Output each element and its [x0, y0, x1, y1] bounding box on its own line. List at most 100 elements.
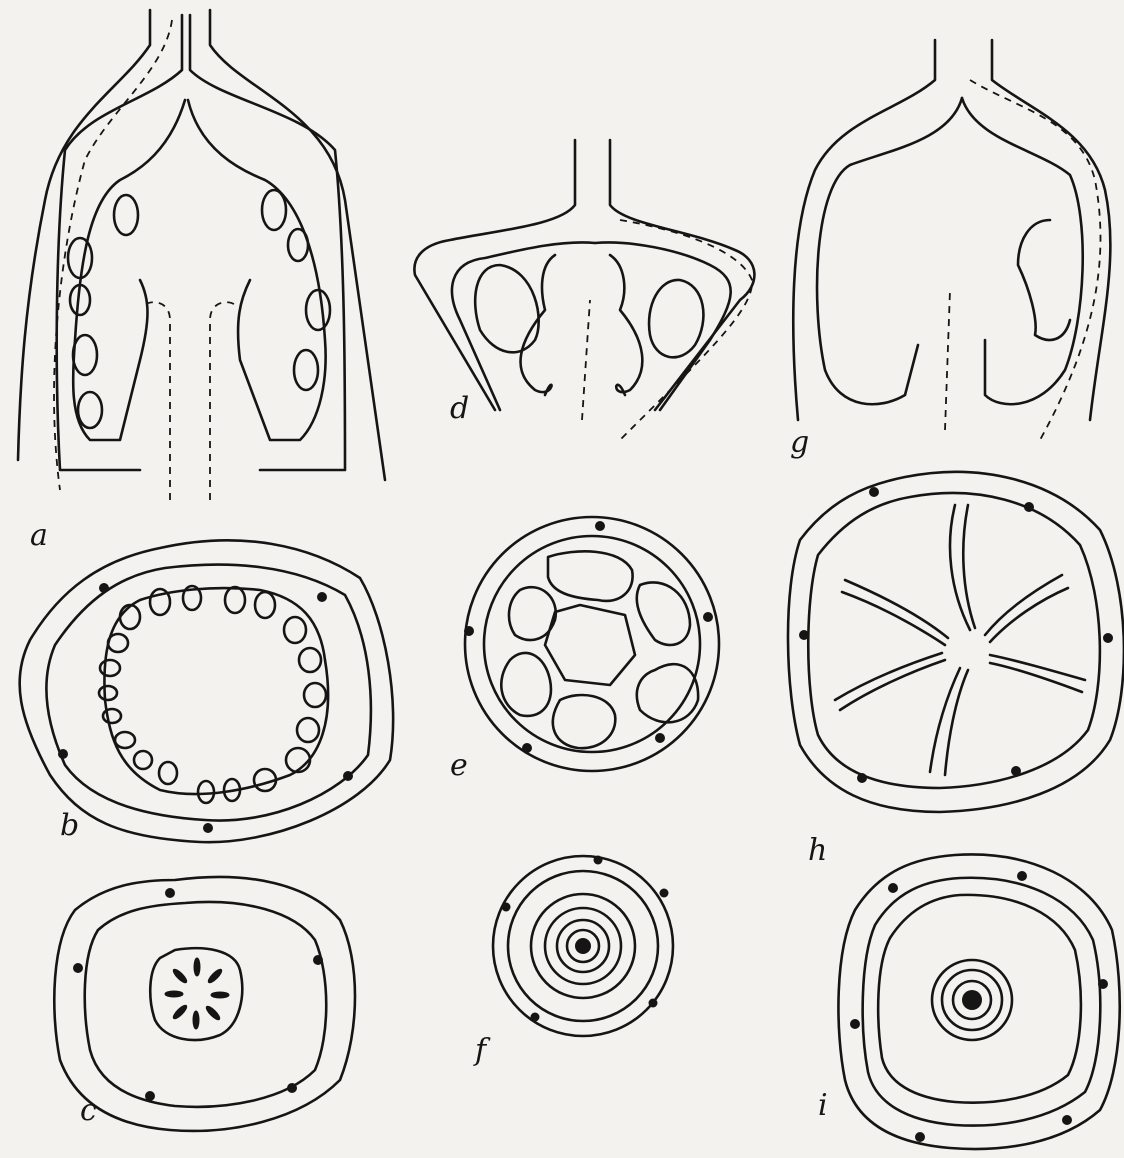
panel-c-locule-mark — [193, 1011, 199, 1029]
panel-b-vascular-bundle — [203, 823, 213, 833]
panel-e-locule — [548, 551, 633, 601]
panel-f-label: f — [473, 1033, 491, 1068]
panel-b-central-cavity — [104, 588, 328, 794]
panel-c-locule-mark — [172, 968, 189, 985]
panel-g-inner-wall-right — [962, 98, 1083, 404]
panel-b-locule — [115, 732, 135, 748]
panel-a-locule — [114, 195, 138, 235]
panel-g-outer-wall-right — [992, 40, 1110, 420]
panel-h-drawing — [788, 472, 1124, 812]
panel-a-locule — [294, 350, 318, 390]
panel-b-drawing — [20, 540, 394, 842]
panel-d-placenta-right — [610, 255, 642, 395]
panel-c-vascular-bundle — [73, 963, 83, 973]
panel-e-drawing — [464, 517, 719, 771]
panel-b-vascular-bundle — [317, 592, 327, 602]
panel-a-locule — [306, 290, 330, 330]
panel-c-locule-mark — [172, 1004, 189, 1021]
panel-b-locule — [304, 683, 326, 707]
panel-b-outer-wall — [20, 540, 394, 842]
panel-h-vascular-bundle — [799, 630, 809, 640]
panel-h-septum — [845, 580, 948, 638]
panel-a-dashed-line — [210, 302, 235, 500]
panel-e-central-cavity — [545, 605, 635, 685]
panel-a-locule — [78, 392, 102, 428]
panel-h-septum — [842, 592, 945, 645]
panel-d-label: d — [450, 391, 469, 426]
panel-b-locule — [99, 686, 117, 700]
panel-d-inner-wall-right — [595, 242, 731, 410]
panel-h-septum — [963, 505, 975, 628]
panel-e-locule — [501, 653, 551, 716]
panel-h-septum — [950, 505, 970, 630]
panel-i-central-axis — [962, 990, 982, 1010]
panel-a-locule — [262, 190, 286, 230]
panel-b-locule — [159, 762, 177, 784]
panel-c-locule-mark — [165, 991, 183, 997]
panel-f-vascular-bundle — [594, 856, 603, 865]
panel-a-drawing — [18, 10, 385, 500]
panel-c-vascular-bundle — [165, 888, 175, 898]
panel-e-vascular-bundle — [464, 626, 474, 636]
panel-i-vascular-bundle — [1098, 979, 1108, 989]
panel-f-central-axis — [575, 938, 591, 954]
panel-c-outer-wall — [54, 877, 355, 1131]
panel-a-locule — [73, 335, 97, 375]
panel-g-dashed-line — [945, 290, 950, 430]
panel-i-label: i — [818, 1088, 828, 1123]
panel-c-locule-mark — [194, 958, 200, 976]
panel-b-locule — [255, 592, 275, 618]
panel-c-locule-mark — [205, 1005, 222, 1022]
panel-c-locule-mark — [207, 968, 224, 985]
panel-d-locule-right — [649, 280, 703, 357]
panel-e-locule — [509, 587, 556, 640]
panel-e-label: e — [450, 748, 468, 783]
panel-f-vascular-bundle — [531, 1013, 540, 1022]
panel-a-inner-wall-right — [190, 15, 345, 470]
panel-c-locule-mark — [211, 992, 229, 998]
panel-b-locule — [225, 587, 245, 613]
panel-e-locule — [553, 695, 615, 748]
panel-d-stalk-left — [414, 140, 575, 410]
panel-b-locule — [103, 709, 121, 723]
panel-i-vascular-bundle — [850, 1019, 860, 1029]
panel-b-vascular-bundle — [99, 583, 109, 593]
panel-d-locule-left — [475, 265, 539, 352]
panel-h-septum — [930, 668, 960, 772]
panel-d-dashed-line — [620, 220, 752, 440]
panel-b-locule — [108, 634, 128, 652]
panel-e-outer-wall — [465, 517, 719, 771]
panel-b-locule — [198, 781, 214, 803]
panel-b-locule — [120, 605, 140, 629]
panel-c-vascular-bundle — [313, 955, 323, 965]
panel-f-drawing — [493, 856, 673, 1037]
panel-a-locule — [288, 229, 308, 261]
panel-e-locule — [637, 582, 690, 645]
panel-i-vascular-bundle — [1017, 871, 1027, 881]
panel-h-vascular-bundle — [1024, 502, 1034, 512]
panel-i-vascular-bundle — [1062, 1115, 1072, 1125]
panel-h-vascular-bundle — [857, 773, 867, 783]
panel-b-locule — [286, 748, 310, 772]
panel-h-vascular-bundle — [1011, 766, 1021, 776]
panel-g-label: g — [790, 425, 809, 460]
panel-b-locule — [150, 589, 170, 615]
panel-e-vascular-bundle — [595, 521, 605, 531]
panel-c-inner-wall — [85, 902, 327, 1107]
panel-e-vascular-bundle — [703, 612, 713, 622]
panel-d-dashed-line — [582, 300, 590, 420]
panel-a-locule — [68, 238, 92, 278]
panel-g-locule — [1018, 220, 1070, 340]
panel-a-dashed-line — [145, 302, 170, 500]
panel-h-inner-wall — [808, 493, 1100, 788]
panel-b-locule — [134, 751, 152, 769]
panel-b-locule — [297, 718, 319, 742]
panel-a-outer-wall-right — [210, 10, 385, 480]
panel-h-vascular-bundle — [869, 487, 879, 497]
panel-c-vascular-bundle — [145, 1091, 155, 1101]
panel-b-vascular-bundle — [58, 749, 68, 759]
panel-h-label: h — [808, 833, 827, 868]
panel-a-label: a — [30, 518, 48, 553]
panel-h-septum — [840, 660, 945, 710]
panel-b-label: b — [60, 808, 79, 843]
